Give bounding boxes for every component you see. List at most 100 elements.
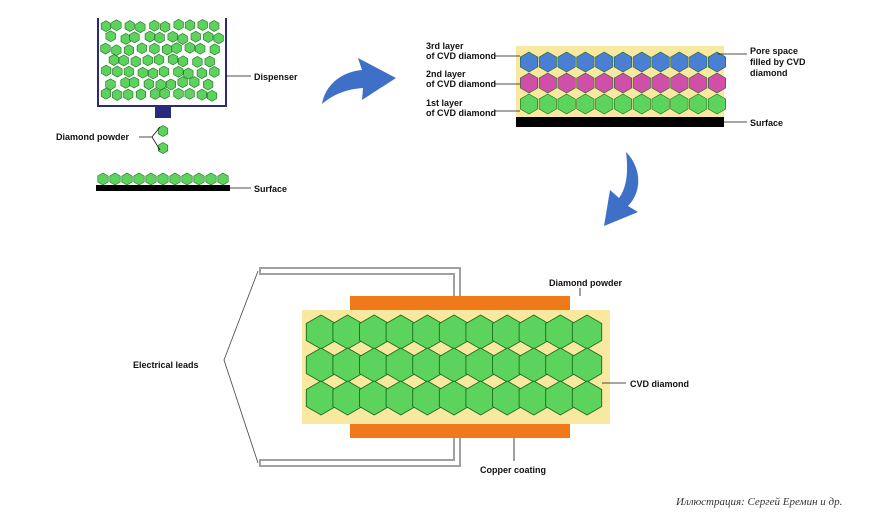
layers-panel: 3rd layer of CVD diamond 2nd layer of CV… [426, 41, 806, 128]
powder-grain [105, 78, 116, 91]
cvd-layer1-grain [670, 93, 689, 115]
deposited-grain [169, 172, 181, 186]
cvd-layer3-grain [519, 51, 539, 73]
powder-grain [137, 66, 148, 79]
pore-label-line1: Pore space [750, 46, 798, 56]
cvd-layer2-grain [557, 72, 576, 94]
cvd-layer2-grain [595, 72, 614, 94]
powder-grain [154, 31, 165, 44]
deposited-grain [217, 172, 229, 186]
powder-grain [209, 20, 220, 32]
powder-grain [173, 65, 184, 78]
cvd-layer2-grain [689, 72, 708, 94]
cvd-layer1-grain [595, 93, 614, 115]
powder-grain [203, 31, 214, 43]
electrical-leads-label: Electrical leads [133, 360, 199, 370]
cvd-layer3-grain [651, 51, 670, 73]
powder-grain [120, 76, 131, 89]
powder-grain [105, 30, 116, 43]
cvd-diamond-label: CVD diamond [630, 379, 689, 389]
powder-grain [209, 66, 220, 78]
powder-grain [183, 67, 194, 80]
layer1-label-line2: of CVD diamond [426, 108, 496, 118]
powder-grain [129, 76, 140, 89]
layer1-label-line1: 1st layer [426, 98, 463, 108]
powder-grain [100, 87, 111, 100]
deposited-grain [181, 172, 193, 186]
powder-grain [108, 54, 119, 66]
powder-grain [111, 44, 122, 57]
powder-grain [142, 54, 153, 67]
powder-grain [123, 44, 134, 57]
powder-grain [177, 76, 188, 88]
bottom-copper-coating [350, 424, 570, 438]
layer3-label-line1: 3rd layer [426, 41, 464, 51]
dispenser-nozzle [155, 106, 171, 118]
powder-grain [120, 33, 131, 45]
deposited-grain [205, 172, 217, 186]
powder-grain [184, 87, 195, 100]
falling-grain [157, 142, 169, 154]
powder-leader-line [139, 136, 161, 151]
cvd-layer1-grain [519, 93, 539, 115]
powder-grain [112, 89, 123, 101]
cvd-layer1-grain [613, 93, 633, 115]
powder-grain [207, 89, 218, 102]
powder-grain [118, 54, 129, 67]
diamond-powder-label: Diamond powder [56, 132, 129, 142]
powder-grain [196, 88, 207, 101]
surface-strip [96, 185, 230, 191]
powder-grain [100, 20, 111, 33]
deposited-grain [109, 172, 121, 186]
cvd-layer1-grain [576, 93, 595, 115]
powder-grain [189, 76, 200, 88]
leads-bracket [223, 270, 259, 464]
device-grain [571, 380, 603, 416]
powder-grain [129, 31, 140, 44]
cvd-layer1-grain [651, 93, 670, 115]
powder-grain [135, 21, 146, 33]
device-powder-label: Diamond powder [549, 278, 622, 288]
powder-grain [149, 42, 160, 55]
powder-grain [154, 53, 165, 66]
cvd-layer3-grain [557, 51, 576, 73]
cvd-layer3-grain [707, 51, 727, 73]
powder-grain [144, 30, 155, 43]
deposited-grain [121, 172, 133, 186]
cvd-layer3-grain [595, 51, 614, 73]
powder-grain [190, 30, 201, 43]
cvd-layer3-grain [576, 51, 595, 73]
cvd-layer1-grain [557, 93, 576, 115]
cvd-layer2-grain [707, 72, 727, 94]
dispenser-powder-grains [100, 18, 224, 102]
powder-grain [101, 64, 112, 77]
powder-leader-line-2 [151, 126, 161, 138]
cvd-layer2-grain [613, 72, 633, 94]
powder-grain [165, 78, 176, 91]
deposited-grain [97, 172, 109, 186]
cvd-layer2-grain [538, 72, 557, 94]
falling-powder-grains [157, 125, 169, 154]
powder-grain [159, 65, 170, 78]
arrow-right-icon [322, 58, 396, 104]
powder-grain [111, 19, 122, 32]
pore-label-line3: diamond [750, 68, 788, 78]
device-powder-grains [305, 314, 603, 416]
powder-grain [159, 87, 170, 100]
arrow-down-icon [604, 152, 639, 226]
powder-grain [167, 30, 178, 43]
powder-grain [143, 78, 154, 90]
falling-grain [157, 125, 169, 137]
cvd-layer1-grain [689, 93, 708, 115]
powder-grain [209, 43, 220, 56]
cvd-layer3-grain [670, 51, 689, 73]
powder-grain [135, 88, 146, 101]
powder-grain [167, 53, 178, 66]
powder-grain [150, 88, 161, 100]
powder-grain [112, 65, 123, 78]
powder-grain [178, 55, 189, 68]
powder-grain [184, 41, 195, 54]
copper-coating-label: Copper coating [480, 465, 546, 475]
powder-grain [124, 20, 135, 32]
powder-grain [195, 42, 206, 55]
